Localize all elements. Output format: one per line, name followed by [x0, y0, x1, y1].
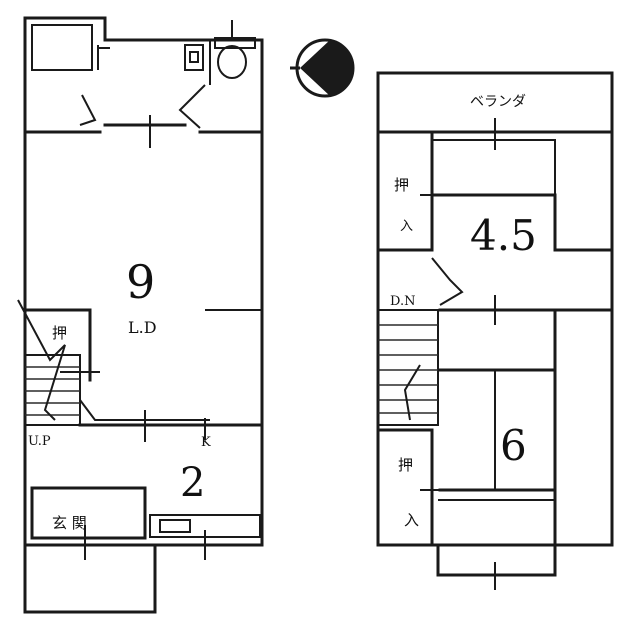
storage-a-label-top: 押 — [394, 176, 409, 194]
lower-balcony — [436, 543, 557, 577]
ld-label: L.D — [128, 318, 157, 337]
stair-down-label: D.N — [390, 294, 415, 309]
genkan-label: 玄 関 — [52, 514, 87, 532]
stair-up-label: U.P — [28, 434, 51, 449]
storage-b-label-bottom: 入 — [404, 511, 419, 529]
shoe-cabinet-inner — [159, 519, 191, 533]
bath-door — [97, 45, 110, 70]
storage-wall — [23, 308, 92, 382]
toilet-icon — [184, 44, 204, 71]
storage-a-label-bottom: 入 — [400, 219, 413, 234]
room-b-closet — [438, 499, 556, 545]
compass-icon — [290, 38, 355, 98]
veranda-label: ベランダ — [470, 94, 526, 110]
storage-b-walls — [376, 428, 434, 547]
sink-icon — [214, 20, 256, 79]
floor2-outer-wall — [376, 71, 614, 547]
storage-b-label-top: 押 — [398, 456, 413, 474]
floor-1: 9 L.D K 2 押 玄 関 U.P — [17, 16, 264, 614]
storage-label: 押 — [52, 324, 67, 342]
room-b-size-label: 6 — [500, 421, 527, 470]
door-swing-icon — [431, 257, 464, 306]
bath-box — [31, 24, 93, 71]
stairs-floor1 — [17, 299, 210, 426]
porch-outline — [23, 543, 157, 614]
k-size-label: 2 — [180, 460, 205, 506]
genkan-box — [30, 486, 147, 540]
ld-size-label: 9 — [126, 255, 155, 309]
room-a-inner — [432, 139, 556, 195]
door-swing-icon — [178, 84, 206, 129]
floor1-outer-wall-right — [23, 16, 264, 547]
stairs-floor2 — [378, 309, 439, 426]
wet-area-partition — [23, 123, 264, 134]
floor-2: ベランダ 4.5 押 入 6 押 入 D.N — [376, 71, 614, 590]
room-b-walls — [438, 368, 557, 492]
k-label: K — [201, 435, 211, 450]
door-swing-icon — [79, 94, 97, 126]
room-a-size-label: 4.5 — [470, 211, 537, 260]
